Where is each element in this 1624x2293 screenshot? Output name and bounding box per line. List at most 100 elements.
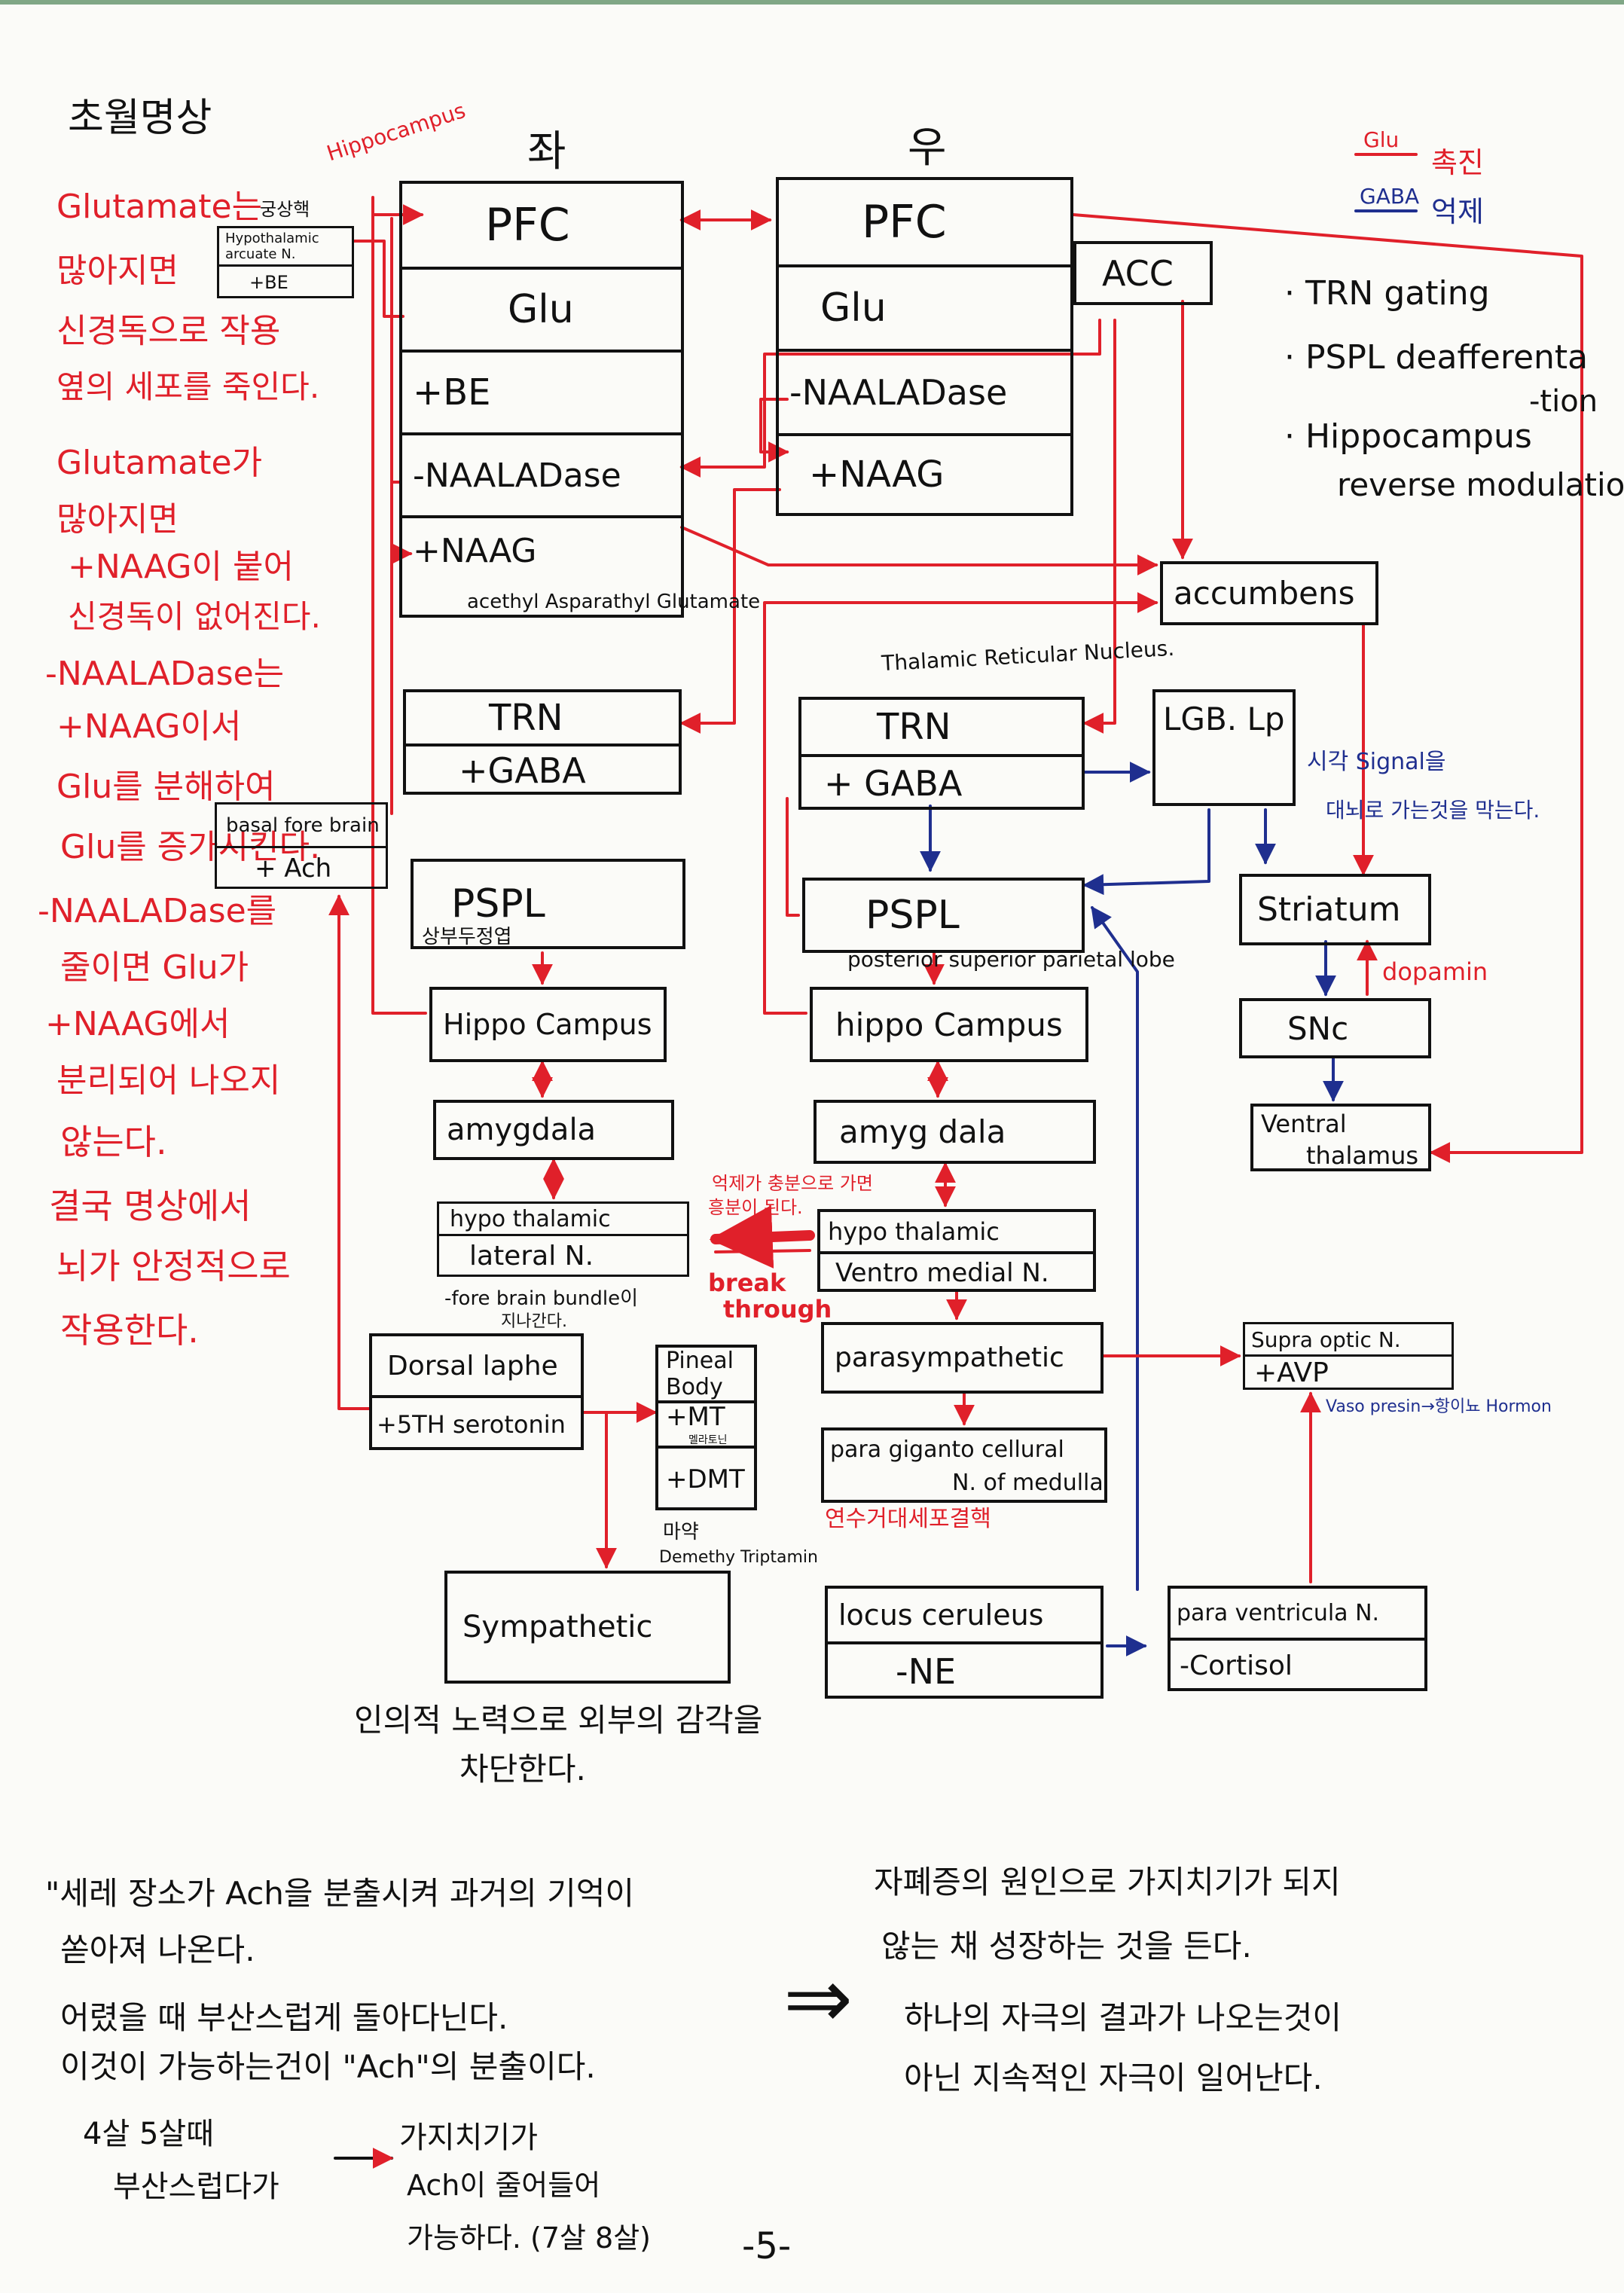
basal-name: basal fore brain bbox=[226, 814, 380, 837]
box-amyg-left: amygdala bbox=[433, 1100, 674, 1160]
arrow-pspl-trn bbox=[786, 797, 800, 917]
trn-right-title: TRN bbox=[877, 706, 951, 748]
medulla-label: 연수거대세포결핵 bbox=[825, 1506, 991, 1532]
note-9: +NAAG이서 bbox=[56, 707, 242, 746]
paraventr-name: para ventricula N. bbox=[1177, 1600, 1380, 1626]
box-parasympathetic: parasympathetic bbox=[821, 1322, 1104, 1394]
note-1: 많아지면 bbox=[56, 252, 179, 290]
legend-promote: 촉진 bbox=[1431, 146, 1484, 179]
box-pfc-left: PFC Glu +BE -NAALADase +NAAG bbox=[399, 181, 684, 618]
box-snc: SNc bbox=[1239, 998, 1431, 1058]
box-paragigantocellular: para giganto cellural N. of medulla bbox=[821, 1427, 1107, 1503]
note-8: -NAALADase는 bbox=[45, 655, 285, 693]
box-acc: ACC bbox=[1073, 241, 1213, 305]
thalamus-label: thalamus bbox=[1306, 1140, 1419, 1170]
forebrain-bundle-2: 지나간다. bbox=[501, 1312, 567, 1331]
note-12: -NAALADase를 bbox=[38, 892, 277, 930]
bottom-left-3: 이것이 가능하는건이 "Ach"의 분출이다. bbox=[60, 2048, 596, 2085]
box-pfc-right: PFC Glu -NAALADase +NAAG bbox=[776, 177, 1073, 516]
pspl-left-label: PSPL bbox=[451, 881, 545, 927]
lgb-label: LGB. Lp bbox=[1163, 700, 1285, 737]
implies-arrow: ⇒ bbox=[783, 1950, 853, 2047]
acetyl-label: acethyl Asparathyl Glutamate bbox=[467, 591, 761, 613]
box-trn-left: TRN +GABA bbox=[403, 689, 682, 795]
arrow-to-trn-left bbox=[679, 488, 781, 734]
parasym-label: parasympathetic bbox=[835, 1342, 1064, 1373]
bullet-pspl-cont: -tion bbox=[1529, 384, 1598, 419]
note-4: Glutamate가 bbox=[56, 444, 263, 482]
legend-inhibit: 억제 bbox=[1431, 195, 1484, 228]
box-paraventricular: para ventricula N. -Cortisol bbox=[1168, 1586, 1427, 1691]
pfc-right-naaladase: -NAALADase bbox=[789, 372, 1008, 413]
box-pineal: Pineal Body +MT 멜라토닌 +DMT bbox=[655, 1345, 757, 1510]
note-5: 많아지면 bbox=[56, 500, 179, 539]
paragig-2: N. of medulla bbox=[952, 1469, 1104, 1496]
bullet-trn-gating: · TRN gating bbox=[1284, 274, 1490, 313]
note-14: +NAAG에서 bbox=[45, 1005, 230, 1043]
drug-2: Demethy Triptamin bbox=[659, 1548, 818, 1567]
box-dorsal-raphe: Dorsal laphe +5TH serotonin bbox=[369, 1333, 584, 1450]
pspl-right-sub: posterior superior parietal lobe bbox=[847, 947, 1175, 972]
through-label: through bbox=[723, 1295, 832, 1324]
note-3: 옆의 세포를 죽인다. bbox=[56, 368, 320, 405]
box-lgb: LGB. Lp bbox=[1152, 689, 1296, 806]
box-pspl-left: PSPL bbox=[411, 859, 685, 949]
supra-avp: +AVP bbox=[1254, 1357, 1329, 1388]
box-locus-coeruleus: locus ceruleus -NE bbox=[825, 1586, 1104, 1699]
note-0: Glutamate는 bbox=[56, 188, 263, 226]
paragig-1: para giganto cellural bbox=[830, 1436, 1064, 1463]
trn-left-gaba: +GABA bbox=[459, 750, 586, 791]
break-label: break bbox=[708, 1269, 786, 1297]
pfc-left-naaladase: -NAALADase bbox=[413, 456, 621, 495]
note-7: 신경독이 없어진다. bbox=[68, 598, 321, 635]
bottom-left-4: 4살 5살때 bbox=[83, 2117, 215, 2151]
striatum-label: Striatum bbox=[1257, 890, 1401, 929]
pspl-left-sub: 상부두정엽 bbox=[422, 926, 512, 948]
amyg-right-label: amyg dala bbox=[839, 1113, 1006, 1150]
arrow-arcuate bbox=[353, 240, 404, 318]
drug-1: 마약 bbox=[663, 1521, 699, 1543]
inhibit-excite-2: 흥분이 된다. bbox=[708, 1197, 803, 1218]
arrow-glu-right-left bbox=[679, 319, 1101, 478]
arrow-hippo-accumbens bbox=[763, 592, 1158, 1015]
bullet-pspl: · PSPL deafferenta bbox=[1284, 338, 1589, 377]
arrow-basal-dorsal bbox=[328, 894, 371, 1410]
note-6: +NAAG이 붙어 bbox=[68, 548, 294, 586]
hypo-lateral-1: hypo thalamic bbox=[450, 1205, 611, 1232]
box-trn-right: TRN + GABA bbox=[798, 697, 1085, 810]
page-number: -5- bbox=[742, 2225, 792, 2267]
arrow-pfc-ventral bbox=[1072, 213, 1583, 1163]
page-title: 초월명상 bbox=[68, 96, 212, 141]
note-19: 작용한다. bbox=[60, 1310, 199, 1351]
hypo-vm-1: hypo thalamic bbox=[828, 1217, 1000, 1246]
pineal-mt: +MT bbox=[666, 1402, 725, 1432]
header-right: 우 bbox=[908, 124, 947, 173]
vasopressin-label: Vaso presin→항이뇨 Hormon bbox=[1326, 1397, 1552, 1416]
arrow-be-accumbens bbox=[680, 526, 1158, 576]
arrow-glu-trn-right bbox=[1082, 319, 1116, 734]
pfc-left-title: PFC bbox=[485, 199, 570, 252]
arrow-lgb-pspl bbox=[1082, 808, 1210, 896]
arrow-naaladase-naag-right bbox=[759, 398, 789, 463]
box-basal-forebrain: basal fore brain + Ach bbox=[215, 802, 388, 889]
hippo-left-label: Hippo Campus bbox=[443, 1008, 652, 1041]
arcuate-top-label: 궁상핵 bbox=[260, 199, 310, 220]
header-left: 좌 bbox=[527, 127, 566, 176]
dopamin-label: dopamin bbox=[1382, 957, 1488, 986]
box-pspl-right: PSPL bbox=[802, 878, 1085, 953]
box-hypo-lateral: hypo thalamic lateral N. bbox=[437, 1201, 689, 1277]
bottom-left-8: 가능하다. (7살 8살) bbox=[407, 2221, 652, 2255]
bottom-left-5: 부산스럽다가 bbox=[113, 2169, 279, 2204]
bottom-left-2: 어렸을 때 부산스럽게 돌아다닌다. bbox=[60, 1999, 508, 2036]
box-hypo-ventromedial: hypo thalamic Ventro medial N. bbox=[817, 1209, 1096, 1292]
locus-ne: -NE bbox=[896, 1651, 957, 1692]
basal-ach: + Ach bbox=[255, 853, 332, 884]
ventral-label: Ventral bbox=[1261, 1109, 1347, 1138]
pineal-dmt: +DMT bbox=[666, 1464, 745, 1495]
bottom-right-3: 아닌 지속적인 자극이 일어난다. bbox=[904, 2059, 1323, 2096]
box-amyg-right: amyg dala bbox=[814, 1100, 1096, 1164]
box-arcuate: Hypothalamic arcuate N. +BE bbox=[217, 226, 354, 298]
conscious-1: 인의적 노력으로 외부의 감각을 bbox=[354, 1702, 763, 1739]
box-supra-optic: Supra optic N. +AVP bbox=[1243, 1322, 1454, 1390]
